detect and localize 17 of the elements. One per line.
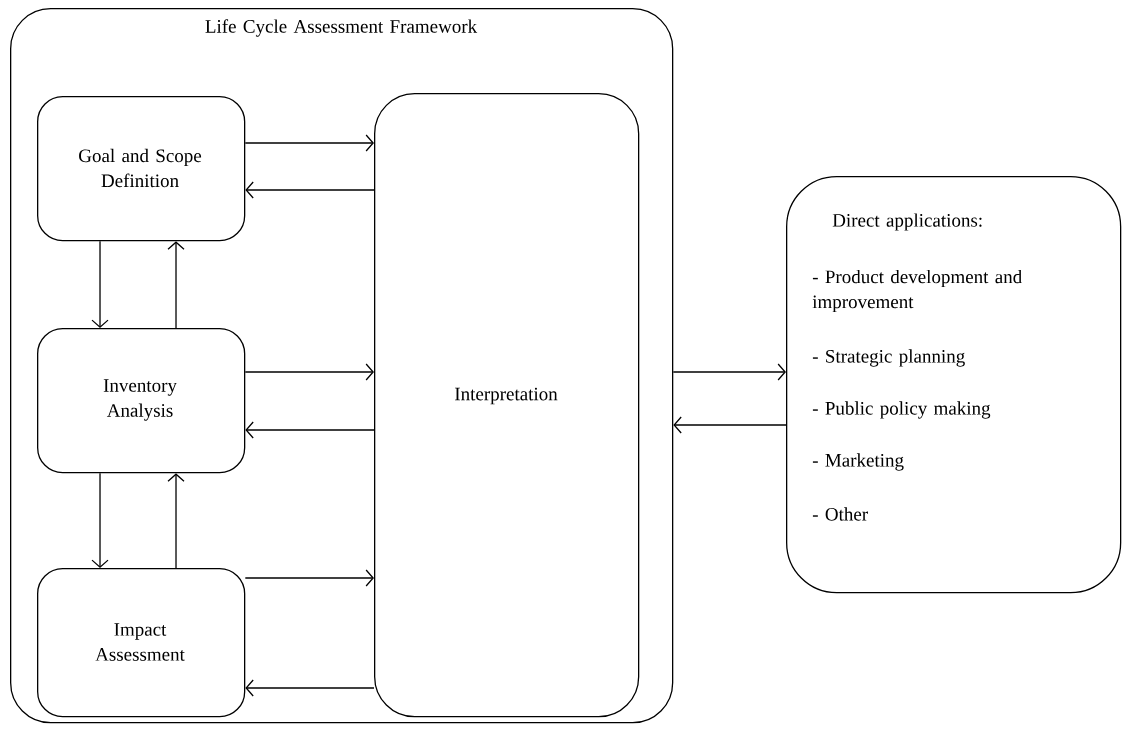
- process-box: Inventory Analysis: [37, 328, 246, 474]
- arrow: [91, 240, 109, 328]
- arrow: [167, 473, 185, 569]
- arrow: [244, 134, 374, 152]
- process-box: Interpretation: [374, 93, 640, 718]
- arrow: [244, 363, 374, 381]
- applications-box: Direct applications: - Product development and improvement - Strategic planning - Public policy making - Marketing - Other: [786, 176, 1122, 594]
- process-box: Goal and Scope Definition: [37, 96, 246, 242]
- arrow: [167, 241, 185, 329]
- arrow: [673, 416, 787, 434]
- process-box: Impact Assessment: [37, 568, 246, 718]
- arrow: [245, 421, 375, 439]
- arrow: [245, 679, 375, 697]
- arrow: [91, 472, 109, 568]
- arrow: [244, 569, 374, 587]
- arrow: [245, 181, 375, 199]
- arrow: [672, 363, 786, 381]
